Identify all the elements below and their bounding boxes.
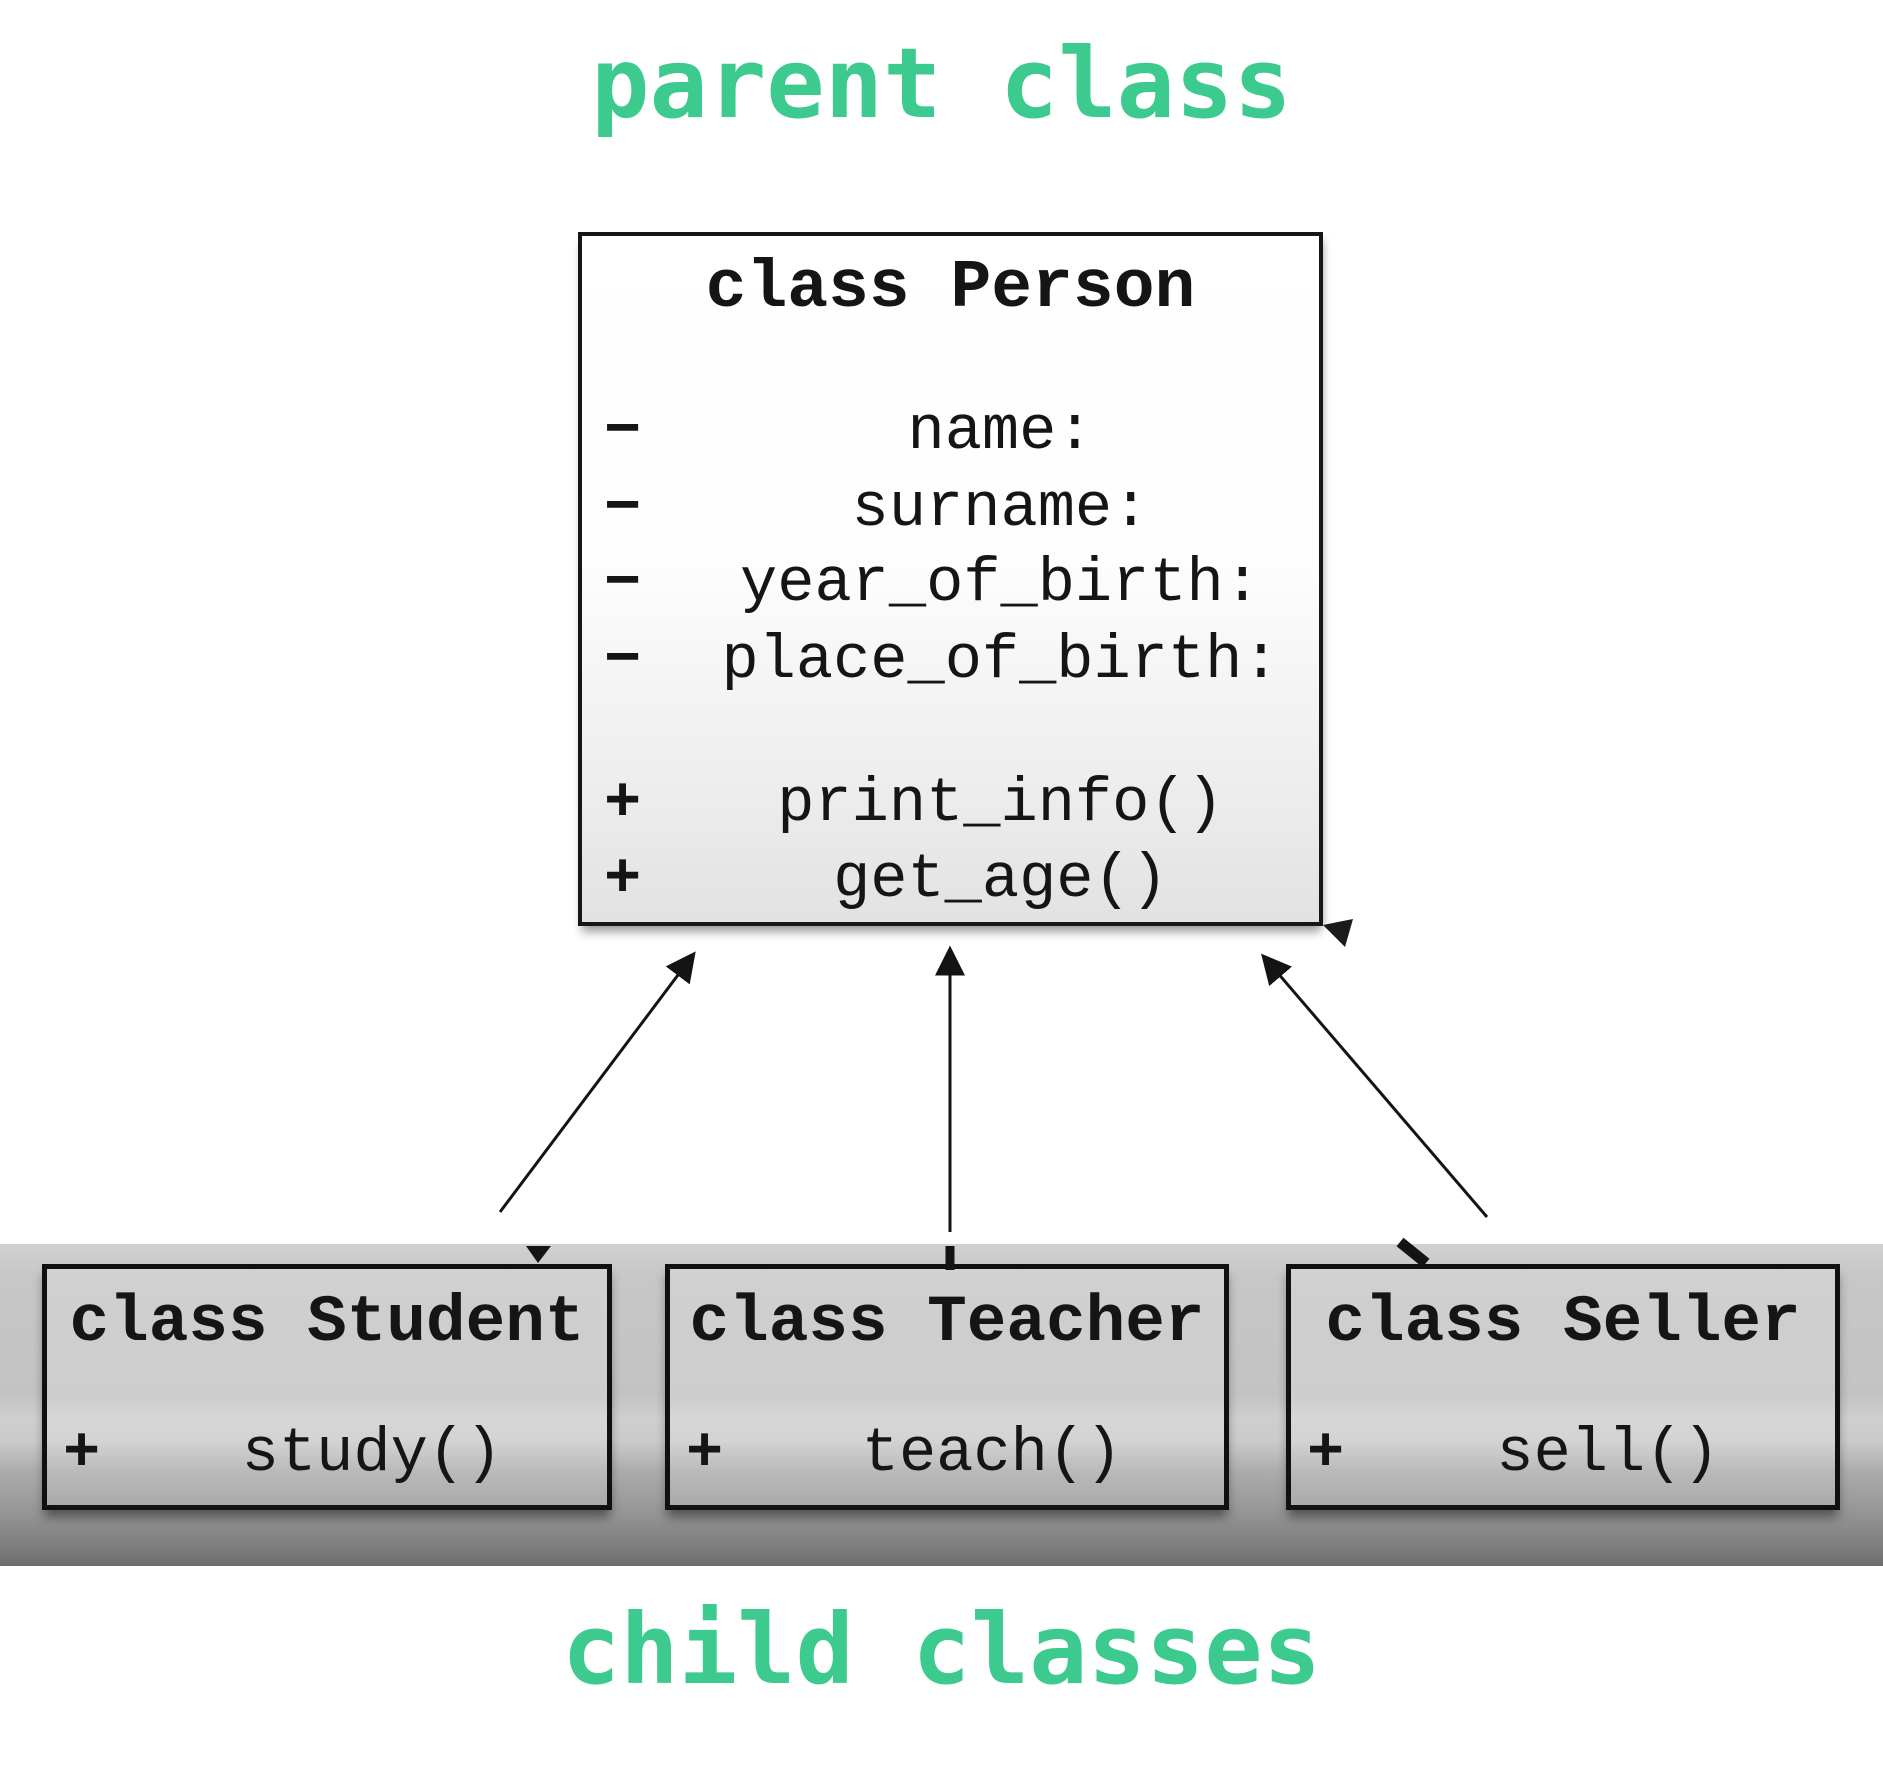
public-visibility-marker: + [63,1418,101,1489]
method-label: get_age() [833,844,1168,915]
attribute-row: − year_of_birth: [582,548,1319,620]
attribute-label: year_of_birth: [740,548,1261,619]
method-label: sell() [1496,1418,1720,1489]
private-visibility-marker: − [604,625,642,696]
child-classes-heading: child classes [561,1593,1322,1706]
attribute-row: − surname: [582,473,1319,545]
private-visibility-marker: − [604,548,642,619]
method-row: + sell() [1291,1419,1835,1489]
public-visibility-marker: + [604,844,642,915]
parent-class-heading: parent class [591,27,1292,140]
attribute-row: − place_of_birth: [582,625,1319,697]
private-visibility-marker: − [604,473,642,544]
public-visibility-marker: + [1307,1418,1345,1489]
public-visibility-marker: + [604,768,642,839]
public-visibility-marker: + [686,1418,724,1489]
teacher-class-box: class Teacher + teach() [665,1264,1229,1510]
arrow-student-to-person [498,951,696,1213]
attribute-label: place_of_birth: [721,625,1280,696]
private-visibility-marker: − [604,396,642,467]
arrow-seller-to-person [1261,953,1489,1218]
seller-class-title: class Seller [1325,1285,1801,1360]
teacher-class-title: class Teacher [689,1285,1205,1360]
attribute-label: name: [907,396,1094,467]
method-label: print_info() [777,768,1224,839]
method-label: study() [241,1418,503,1489]
seller-class-box: class Seller + sell() [1286,1264,1840,1510]
gray-band [0,1244,1883,1566]
method-label: teach() [861,1418,1123,1489]
attribute-label: surname: [851,473,1150,544]
method-row: + teach() [670,1419,1224,1489]
student-class-title: class Student [69,1285,585,1360]
method-row: + study() [47,1419,607,1489]
person-class-title: class Person [705,250,1196,327]
corner-shadow-mark [1323,919,1353,947]
person-class-box: class Person − name: − surname: − year_o… [578,232,1323,926]
attribute-row: − name: [582,396,1319,468]
method-row: + get_age() [582,844,1319,916]
student-class-box: class Student + study() [42,1264,612,1510]
method-row: + print_info() [582,768,1319,840]
